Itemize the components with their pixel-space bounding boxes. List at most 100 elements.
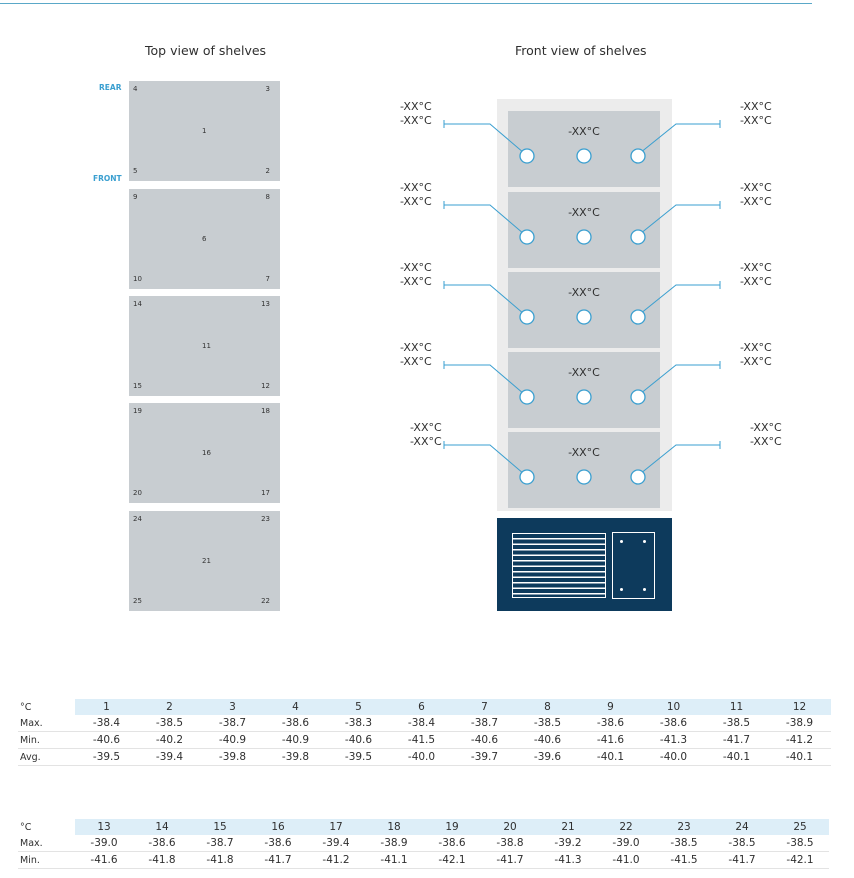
sensor-max: -XX°C [400,341,432,354]
sensor-max: -XX°C [740,261,772,274]
table-cell: -38.6 [133,835,191,852]
table-cell: -40.1 [579,748,642,766]
table-cell: -41.5 [390,731,453,749]
table-cell: -40.6 [327,731,390,749]
table-cell: -41.3 [539,851,597,869]
column-header: 10 [642,699,705,715]
table-cell: -39.8 [201,748,264,766]
sensor-point [519,389,535,405]
sensor-position-label: 5 [133,167,138,175]
column-header: 25 [771,819,829,835]
sensor-min: -XX°C [740,355,772,368]
sensor-point [576,229,592,245]
leader-line-right [639,444,720,475]
sensor-min: -XX°C [740,275,772,288]
sensor-point [519,148,535,164]
left-sensor-label: -XX°C-XX°C [400,341,432,369]
table-cell: -41.1 [365,851,423,869]
sensor-max: -XX°C [740,100,772,113]
table-cell: -38.4 [75,715,138,732]
table-cell: -39.6 [516,748,579,766]
table-cell: -38.4 [390,715,453,732]
sensor-max: -XX°C [400,181,432,194]
sensor-position-label: 7 [265,275,270,283]
sensor-min: -XX°C [740,114,772,127]
table-cell: -40.0 [390,748,453,766]
sensor-point [576,309,592,325]
sensor-position-label: 12 [261,382,270,390]
row-label: Min. [18,851,75,869]
table-cell: -41.7 [249,851,307,869]
sensor-point [630,469,646,485]
left-sensor-label: -XX°C-XX°C [400,261,432,289]
sensor-position-label: 8 [265,193,270,201]
shelf-temperature: -XX°C [568,446,600,459]
sensor-point [576,148,592,164]
table-cell: -41.8 [133,851,191,869]
table-cell: -38.8 [481,835,539,852]
table-cell: -39.5 [75,748,138,766]
table-cell: -38.5 [516,715,579,732]
table-row: Avg.-39.5-39.4-39.8-39.8-39.5-40.0-39.7-… [18,748,831,766]
sensor-point [576,389,592,405]
table-cell: -40.1 [768,748,831,766]
sensor-min: -XX°C [740,195,772,208]
table-cell: -38.7 [201,715,264,732]
shelf-temperature: -XX°C [568,206,600,219]
sensor-min: -XX°C [400,195,432,208]
column-header: 13 [75,819,133,835]
rear-label: REAR [99,83,122,92]
sensor-position-label: 6 [202,235,207,243]
table-row: Max.-39.0-38.6-38.7-38.6-39.4-38.9-38.6-… [18,835,829,852]
sensor-position-label: 9 [133,193,138,201]
right-sensor-label: -XX°C-XX°C [750,421,782,449]
column-header: 7 [453,699,516,715]
table-cell: -41.3 [642,731,705,749]
right-sensor-label: -XX°C-XX°C [740,341,772,369]
table-cell: -40.0 [642,748,705,766]
sensor-position-label: 3 [265,85,270,93]
table-cell: -40.9 [201,731,264,749]
leader-line-left [444,364,525,395]
left-sensor-label: -XX°C-XX°C [410,421,442,449]
sensor-position-label: 20 [133,489,142,497]
sensor-min: -XX°C [410,435,442,448]
sensor-max: -XX°C [410,421,442,434]
sensor-position-label: 18 [261,407,270,415]
table-cell: -39.0 [75,835,133,852]
table-row: Min.-41.6-41.8-41.8-41.7-41.2-41.1-42.1-… [18,851,829,869]
table-cell: -38.9 [768,715,831,732]
sensor-position-label: 4 [133,85,138,93]
left-sensor-label: -XX°C-XX°C [400,181,432,209]
sensor-position-label: 13 [261,300,270,308]
column-header: 23 [655,819,713,835]
table-cell: -38.6 [579,715,642,732]
table-cell: -40.6 [75,731,138,749]
right-sensor-label: -XX°C-XX°C [740,100,772,128]
column-header: 22 [597,819,655,835]
table-cell: -38.6 [642,715,705,732]
table-cell: -38.5 [771,835,829,852]
table-cell: -41.2 [307,851,365,869]
sensor-position-label: 21 [202,557,211,565]
sensor-max: -XX°C [400,100,432,113]
sensor-position-label: 23 [261,515,270,523]
table-cell: -40.9 [264,731,327,749]
table-cell: -41.7 [705,731,768,749]
sensor-point [630,389,646,405]
sensor-point [630,309,646,325]
sensor-min: -XX°C [400,275,432,288]
top-view-title: Top view of shelves [145,43,267,58]
table-cell: -38.7 [191,835,249,852]
column-header: 3 [201,699,264,715]
table-cell: -38.5 [705,715,768,732]
sensor-position-label: 1 [202,127,207,135]
table-cell: -38.6 [423,835,481,852]
sensor-position-label: 24 [133,515,142,523]
sensor-point [630,229,646,245]
table-cell: -41.6 [75,851,133,869]
sensor-point [519,229,535,245]
